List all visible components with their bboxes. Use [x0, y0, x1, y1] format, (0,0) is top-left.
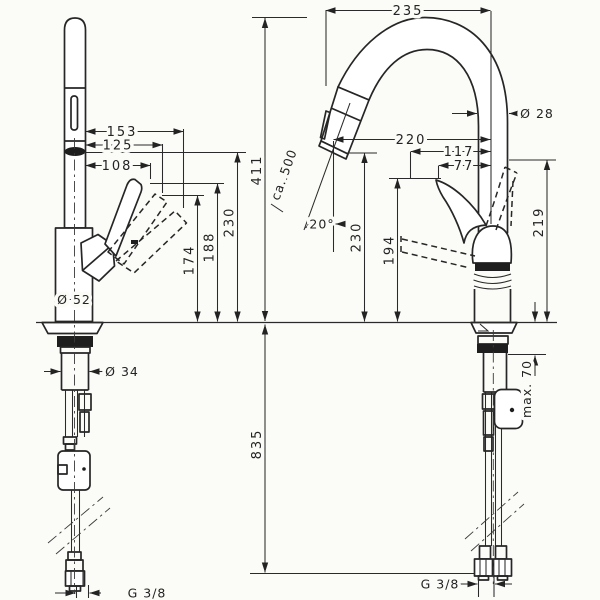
dimension-lines: [36, 7, 557, 598]
dim-max-deck: max. 70: [519, 360, 534, 418]
aerator-outlet: [64, 147, 86, 156]
dim-188: 188: [203, 232, 218, 263]
handle-lever-right: [435, 179, 487, 244]
hose-weight-block: [57, 450, 91, 491]
dim-411: 411: [250, 155, 265, 186]
dim-body-diameter: Ø 52: [57, 292, 91, 307]
spray-button: [319, 110, 331, 140]
dim-117: 117: [444, 145, 475, 160]
dim-219: 219: [532, 207, 547, 238]
supply-nut-right-1: [473, 558, 494, 577]
dim-108: 108: [102, 159, 133, 174]
dim-pipe-diameter: Ø 28: [520, 106, 554, 121]
dim-thread-left: G 3/8: [128, 586, 167, 600]
hose-weight-right: [493, 388, 524, 430]
dim-235: 235: [393, 4, 424, 19]
handle-lever-dashed-low: [115, 210, 188, 274]
dim-spray-angle: 20°: [309, 217, 334, 232]
dim-220: 220: [396, 133, 427, 148]
base-plate-right: [470, 321, 518, 334]
handle-bulb: [471, 225, 513, 264]
dim-shank-diameter: Ø 34: [105, 364, 139, 379]
spray-slot: [70, 95, 79, 131]
handle-lever: [104, 178, 143, 257]
right-faucet-outline: [318, 16, 525, 581]
dim-230-right: 230: [350, 222, 365, 253]
dim-125: 125: [103, 139, 134, 154]
spout-arc: [337, 16, 509, 234]
dim-77: 77: [454, 159, 475, 174]
dim-hose-pullout: ca. 500: [268, 147, 300, 202]
dim-230-left: 230: [223, 207, 238, 238]
dim-153: 153: [107, 125, 138, 140]
supply-nut-right-2: [492, 558, 513, 577]
dim-835: 835: [250, 429, 265, 460]
dim-194: 194: [383, 235, 398, 266]
base-plate: [41, 321, 104, 335]
supply-nut: [64, 570, 86, 587]
dim-thread-right: G 3/8: [421, 577, 460, 592]
handle-lever-dashed-mid: [107, 193, 168, 265]
left-faucet-outline: [41, 17, 188, 592]
dim-174: 174: [183, 245, 198, 276]
